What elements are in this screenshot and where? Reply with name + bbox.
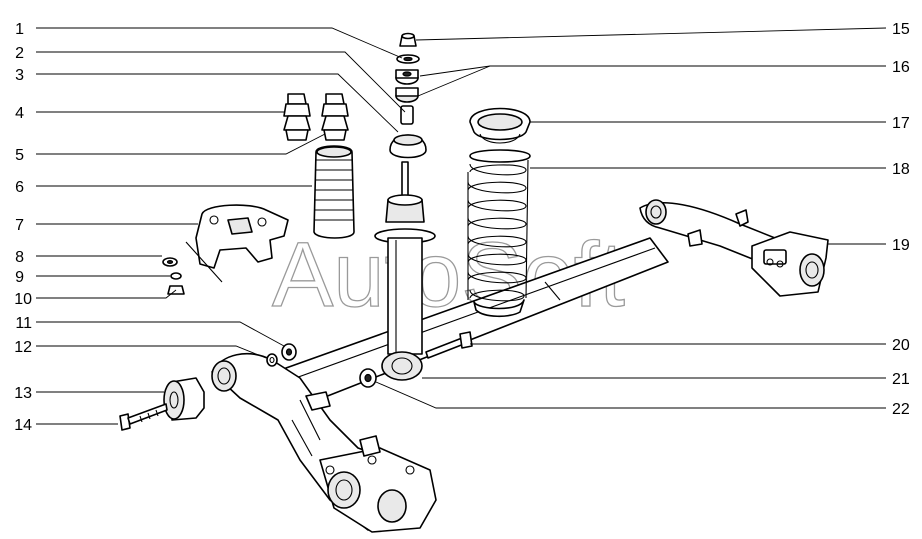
rear-beam-axle [211,199,829,533]
callout-16: 16 [892,59,910,76]
callout-6: 6 [15,179,24,196]
bump-stops [283,93,349,141]
spring-seat [469,107,531,144]
callout-2: 2 [15,45,24,62]
callout-22: 22 [892,401,910,418]
callout-21: 21 [892,371,910,388]
callout-4: 4 [15,105,24,122]
callout-5: 5 [15,147,24,164]
shock-absorber [374,161,436,381]
callout-9: 9 [15,269,24,286]
silent-block [163,377,205,421]
callout-15: 15 [892,21,910,38]
callout-19: 19 [892,237,910,254]
dust-boot [313,145,355,239]
callout-11: 11 [15,315,32,332]
spacer-sleeve [400,105,414,125]
callout-17: 17 [892,115,910,132]
callout-14: 14 [14,417,32,434]
cap-nut [399,32,417,47]
callout-labels-left: 1 2 3 4 5 6 7 8 9 10 11 12 13 14 [14,21,32,434]
bracket [185,204,289,283]
callout-20: 20 [892,337,910,354]
rubber-cushions [395,69,419,103]
callout-12: 12 [14,339,32,356]
callout-10: 10 [14,291,32,308]
shock-upper-mount [389,134,427,159]
bolt [119,403,168,431]
leader-lines [36,27,887,425]
eye-bushing [359,368,377,388]
washer-top [396,54,420,64]
shock-lower-bolt [425,331,473,359]
coil-spring [467,149,531,318]
callout-7: 7 [15,217,24,234]
callout-1: 1 [15,21,24,38]
small-bushings [266,343,297,367]
callout-labels-right: 15 16 17 18 19 20 21 22 [892,21,910,418]
callout-8: 8 [15,249,24,266]
callout-3: 3 [15,67,24,84]
callout-18: 18 [892,161,910,178]
callout-13: 13 [14,385,32,402]
